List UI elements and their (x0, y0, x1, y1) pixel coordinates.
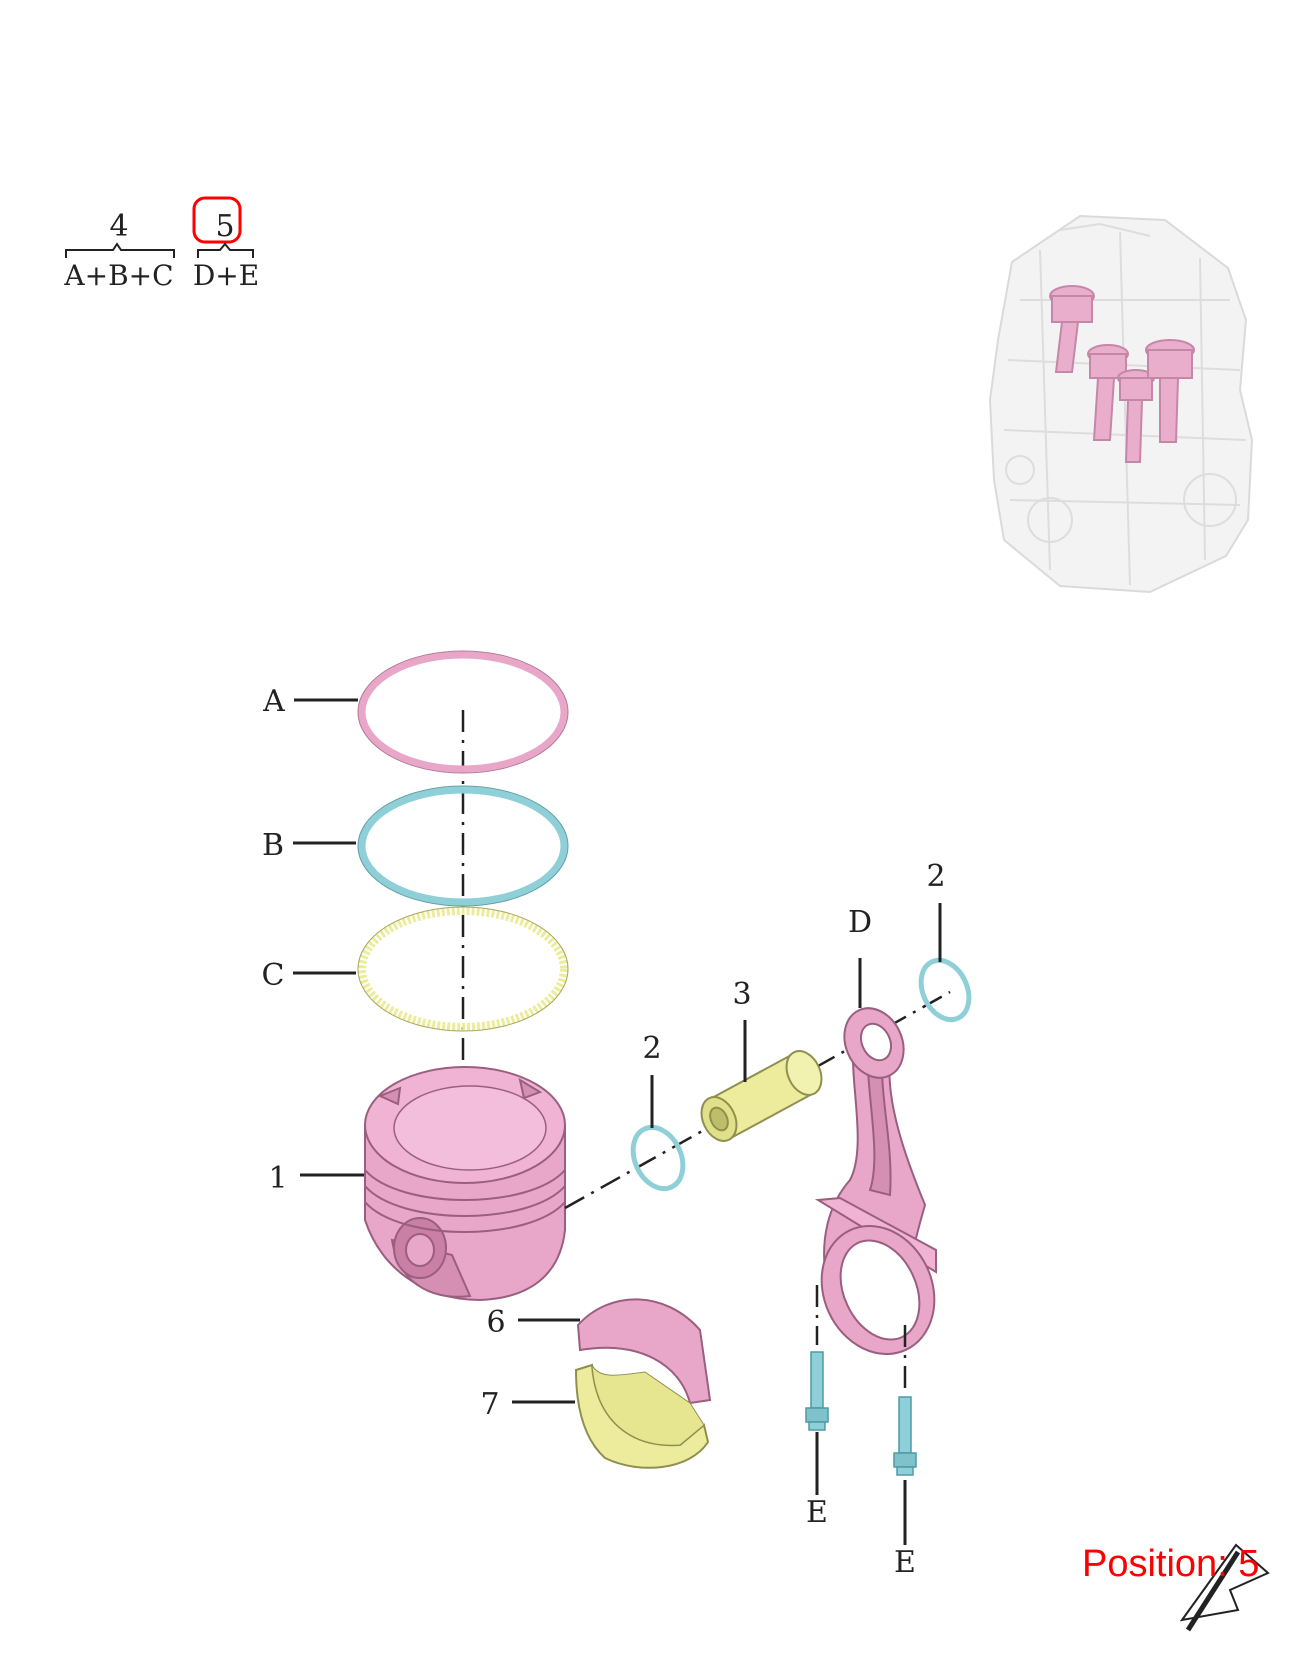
group-4-brace (65, 242, 175, 258)
position-label: Position: 5 (1082, 1543, 1260, 1585)
piston (364, 1066, 566, 1302)
group-4-members: A+B+C (63, 259, 173, 292)
piston-ring-c (358, 907, 568, 1031)
corner-arrow-icon (1179, 1543, 1270, 1632)
piston-ring-c-outline (357, 906, 569, 1032)
piston-ring-a (358, 651, 568, 773)
circlip-right (918, 957, 972, 1023)
callout-e-left: E (806, 1495, 828, 1530)
group-5-number: 5 (215, 209, 234, 244)
callout-b: B (262, 828, 284, 863)
bearing-shell-upper (576, 1298, 712, 1405)
group-header: 4 A+B+C 5 D+E (63, 196, 259, 292)
piston-ring-a-outline (357, 650, 569, 774)
group-5-members: D+E (193, 259, 259, 292)
engine-locator-thumbnail (988, 214, 1254, 594)
callout-2-left: 2 (642, 1031, 661, 1066)
callout-e-right: E (894, 1545, 916, 1580)
callout-d: D (848, 905, 872, 940)
group-4-number: 4 (109, 209, 128, 244)
bolt-right (893, 1396, 917, 1476)
bolt-left (805, 1351, 829, 1431)
callout-a: A (262, 684, 285, 719)
highlighted-pistons (1049, 285, 1195, 463)
callout-7: 7 (480, 1387, 499, 1422)
circlip-left (630, 1124, 686, 1192)
callout-2-right: 2 (926, 859, 945, 894)
callout-3: 3 (732, 977, 751, 1012)
group-5-highlight (192, 196, 242, 244)
callout-1: 1 (268, 1161, 287, 1196)
callout-c: C (262, 958, 285, 993)
group-5-brace (197, 242, 254, 258)
piston-pin (700, 1050, 823, 1142)
bearing-shell-lower (574, 1363, 710, 1469)
connecting-rod (814, 1007, 937, 1356)
piston-ring-b-outline (357, 785, 569, 907)
piston-ring-b (358, 786, 568, 906)
callout-6: 6 (486, 1305, 505, 1340)
